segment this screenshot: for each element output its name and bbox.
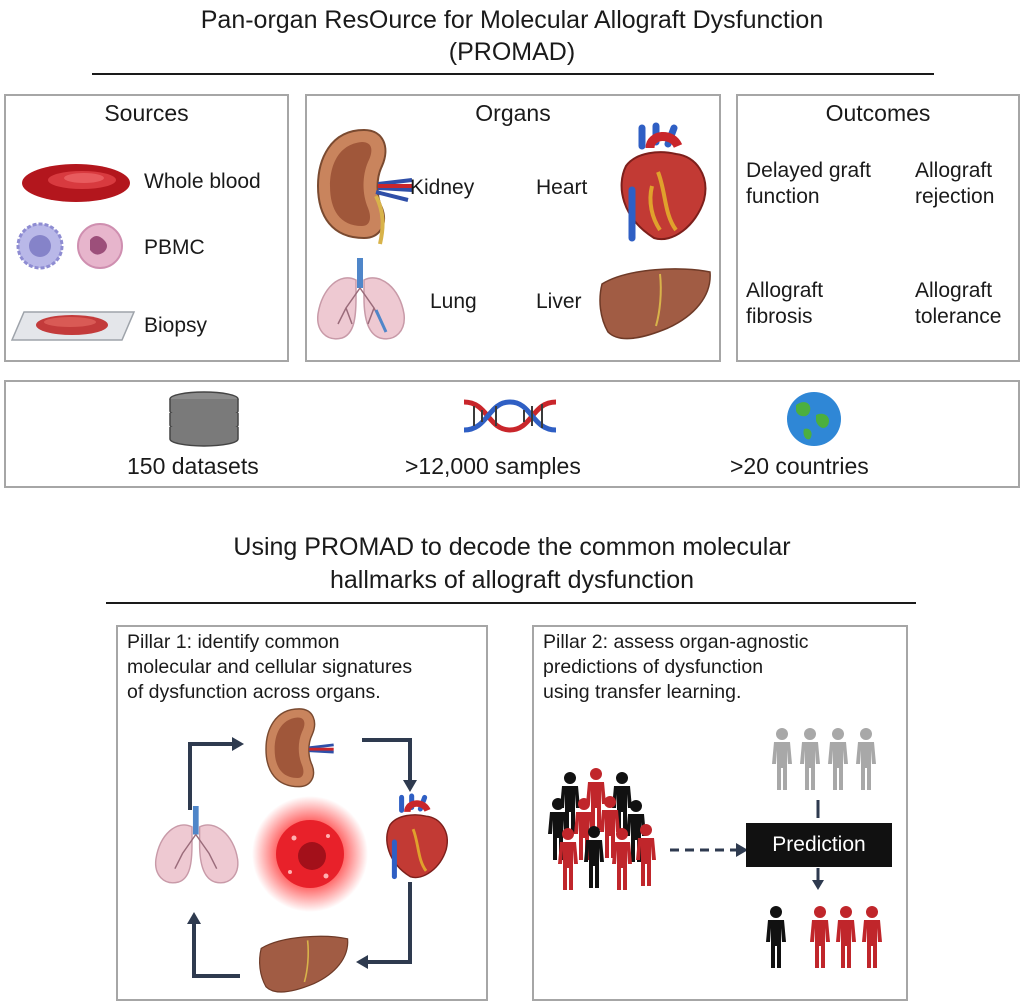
database-icon: [169, 391, 239, 447]
prediction-box: Prediction: [746, 823, 892, 867]
organ-lung: Lung: [430, 290, 477, 313]
outcomes-panel: [736, 94, 1020, 362]
pillar1-panel: [116, 625, 488, 1001]
section2-divider: [106, 602, 916, 604]
pillar1-text: Pillar 1: identify common molecular and …: [127, 631, 413, 703]
sources-heading: Sources: [104, 100, 189, 126]
kidney-icon: [316, 128, 413, 245]
pillar2-panel: [532, 625, 908, 1001]
organ-liver: Liver: [536, 290, 582, 313]
section2-title-line1: Using PROMAD to decode the common molecu…: [233, 533, 791, 561]
cycle-heart-icon: [386, 793, 448, 880]
cycle-lungs-icon: [154, 806, 239, 884]
dna-icon: [463, 399, 557, 433]
source-whole-blood: Whole blood: [144, 170, 261, 193]
biopsy-slide-icon: [10, 311, 136, 341]
transfer-learning-diagram: [548, 728, 882, 968]
outcome-allograft-fibrosis: Allograft fibrosis: [746, 279, 824, 328]
lungs-icon: [317, 258, 405, 340]
outcome-delayed-graft-function: Delayed graft function: [746, 159, 871, 208]
organs-heading: Organs: [475, 100, 551, 126]
heart-icon: [620, 122, 707, 242]
organ-cycle-diagram: [154, 708, 448, 993]
pbmc-cells-icon: [16, 222, 123, 270]
red-blood-cell-icon: [22, 164, 130, 202]
sources-panel: [4, 94, 289, 362]
globe-icon: [787, 392, 841, 446]
outcome-allograft-rejection: Allograft rejection: [915, 159, 995, 208]
pillar2-text: Pillar 2: assess organ-agnostic predicti…: [543, 631, 809, 703]
source-biopsy: Biopsy: [144, 314, 208, 337]
outcome-allograft-tolerance: Allograft tolerance: [915, 279, 1002, 328]
stats-panel: [4, 380, 1020, 488]
cycle-kidney-icon: [265, 708, 334, 788]
source-pbmc: PBMC: [144, 236, 205, 259]
section2-title-line2: hallmarks of allograft dysfunction: [329, 566, 695, 594]
training-cohort-group: [548, 768, 656, 890]
organs-panel: [305, 94, 721, 362]
organ-heart: Heart: [536, 176, 588, 199]
stat-countries: >20 countries: [730, 453, 869, 479]
title-divider: [92, 73, 934, 75]
main-title-line2: (PROMAD): [448, 38, 576, 66]
main-title-line1: Pan-organ ResOurce for Molecular Allogra…: [200, 6, 824, 34]
stat-samples: >12,000 samples: [405, 453, 581, 479]
new-patients-group: [772, 728, 876, 790]
outcomes-heading: Outcomes: [825, 100, 931, 126]
organ-kidney: Kidney: [410, 176, 475, 199]
liver-icon: [599, 268, 711, 340]
cycle-arrows: [188, 738, 412, 978]
predicted-patients-group: [766, 906, 882, 968]
stat-datasets: 150 datasets: [127, 453, 259, 479]
cycle-liver-icon: [259, 935, 349, 993]
